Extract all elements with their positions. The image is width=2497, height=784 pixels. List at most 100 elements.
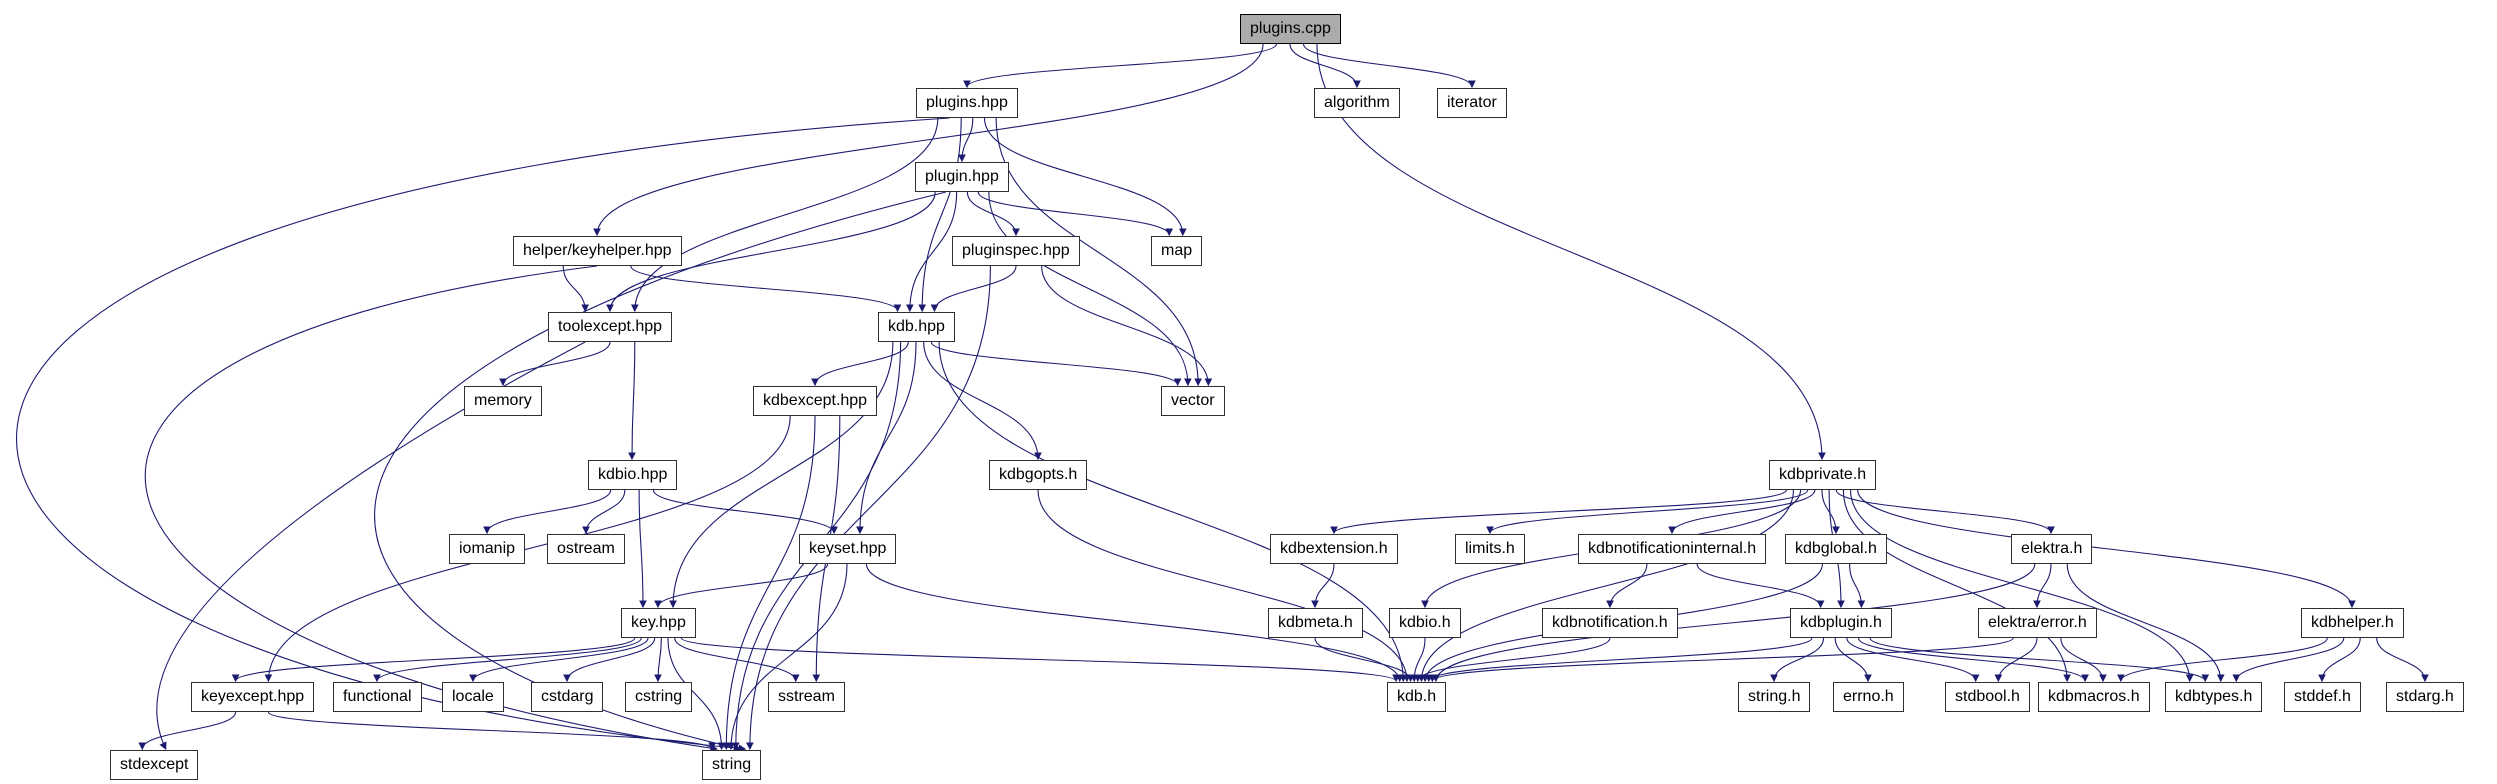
node-ostream[interactable]: ostream <box>547 534 625 564</box>
node-memory[interactable]: memory <box>464 386 542 416</box>
edge-toolexcept_hpp-to-stdexcept <box>156 341 586 751</box>
edge-helper_keyhelper_hpp-to-toolexcept_hpp <box>562 265 590 313</box>
node-iterator[interactable]: iterator <box>1437 88 1507 118</box>
node-kdbgopts-h[interactable]: kdbgopts.h <box>989 460 1088 490</box>
node-stdarg-h[interactable]: stdarg.h <box>2386 682 2464 712</box>
edge-kdbglobal_h-to-kdbplugin_h <box>1849 563 1866 609</box>
node-kdbmacros-h[interactable]: kdbmacros.h <box>2038 682 2150 712</box>
edge-kdbprivate_h-to-kdbextension_h <box>1330 489 1787 535</box>
edge-elektra_error_h-to-kdbmacros_h <box>2060 637 2107 683</box>
edge-kdbprivate_h-to-kdbglobal_h <box>1821 489 1840 535</box>
node-limits-h[interactable]: limits.h <box>1455 534 1525 564</box>
node-errno-h[interactable]: errno.h <box>1833 682 1904 712</box>
edge-elektra_h-to-elektra_error_h <box>2033 563 2052 609</box>
node-kdbnotificationinternal-h[interactable]: kdbnotificationinternal.h <box>1578 534 1767 564</box>
edge-elektra_error_h-to-stdbool_h <box>1994 637 2038 683</box>
edge-kdbexcept_hpp-to-keyexcept_hpp <box>264 415 791 683</box>
node-cstring[interactable]: cstring <box>625 682 693 712</box>
edge-elektra_h-to-kdbtypes_h <box>2066 563 2225 683</box>
edge-kdbplugin_h-to-kdb_h <box>1424 637 1813 683</box>
node-plugin-hpp[interactable]: plugin.hpp <box>915 162 1009 192</box>
node-kdbextension-h[interactable]: kdbextension.h <box>1270 534 1398 564</box>
edge-kdbprivate_h-to-elektra_h <box>1835 489 2055 535</box>
edge-key_hpp-to-functional <box>373 637 642 683</box>
node-kdbglobal-h[interactable]: kdbglobal.h <box>1785 534 1887 564</box>
edge-kdbprivate_h-to-kdbnotificationinternal_h <box>1668 489 1816 535</box>
edge-kdb_hpp-to-vector <box>930 341 1182 387</box>
edge-pluginspec_hpp-to-kdb_hpp <box>930 265 1017 313</box>
edge-kdbexcept_hpp-to-string <box>722 415 816 751</box>
edge-kdbio_hpp-to-iomanip <box>483 489 612 535</box>
edge-kdbplugin_h-to-kdbmacros_h <box>1857 637 2089 683</box>
node-kdbplugin-h[interactable]: kdbplugin.h <box>1790 608 1892 638</box>
edge-keyexcept_hpp-to-string <box>267 711 716 751</box>
node-key-hpp[interactable]: key.hpp <box>621 608 696 638</box>
edge-keyset_hpp-to-kdb_h <box>865 563 1404 683</box>
edge-plugin_hpp-to-toolexcept_hpp <box>606 191 936 313</box>
node-kdbmeta-h[interactable]: kdbmeta.h <box>1268 608 1363 638</box>
edge-toolexcept_hpp-to-kdbio_hpp <box>628 341 636 461</box>
node-kdb-h[interactable]: kdb.h <box>1387 682 1447 712</box>
node-pluginspec-hpp[interactable]: pluginspec.hpp <box>952 236 1080 266</box>
node-functional[interactable]: functional <box>333 682 422 712</box>
edge-kdb_hpp-to-keyset_hpp <box>856 341 917 535</box>
node-map[interactable]: map <box>1151 236 1203 266</box>
node-sstream[interactable]: sstream <box>768 682 845 712</box>
node-plugins-hpp[interactable]: plugins.hpp <box>916 88 1018 118</box>
edge-plugin_hpp-to-map <box>977 191 1173 237</box>
node-iomanip[interactable]: iomanip <box>449 534 526 564</box>
node-stdexcept[interactable]: stdexcept <box>110 750 199 780</box>
node-elektra-h[interactable]: elektra.h <box>2011 534 2093 564</box>
node-toolexcept-hpp[interactable]: toolexcept.hpp <box>548 312 673 342</box>
edge-toolexcept_hpp-to-memory <box>499 341 611 387</box>
edge-kdbnotificationinternal_h-to-kdbnotification_h <box>1606 563 1648 609</box>
edge-kdbhelper_h-to-kdbmacros_h <box>2117 637 2328 683</box>
edge-helper_keyhelper_hpp-to-kdb_hpp <box>630 265 902 313</box>
edge-kdbplugin_h-to-kdbtypes_h <box>1869 637 2209 683</box>
edge-kdbmeta_h-to-kdb_h <box>1314 637 1415 683</box>
edge-kdbplugin_h-to-stdbool_h <box>1846 637 1980 683</box>
edge-kdbextension_h-to-kdbmeta_h <box>1311 563 1335 609</box>
edge-kdbgopts_h-to-kdb_h <box>1037 489 1411 683</box>
edge-kdbprivate_h-to-kdbmacros_h <box>1842 489 2071 683</box>
node-stddef-h[interactable]: stddef.h <box>2284 682 2361 712</box>
edge-elektra_h-to-kdb_h <box>1432 563 2036 683</box>
node-stdbool-h[interactable]: stdbool.h <box>1945 682 2030 712</box>
edge-plugins_cpp-to-helper_keyhelper_hpp <box>593 43 1264 237</box>
node-kdbio-h[interactable]: kdbio.h <box>1389 608 1461 638</box>
node-kdbhelper-h[interactable]: kdbhelper.h <box>2301 608 2404 638</box>
edge-plugin_hpp-to-kdb_hpp <box>905 191 958 313</box>
node-kdbio-hpp[interactable]: kdbio.hpp <box>588 460 678 490</box>
edge-plugin_hpp-to-vector <box>988 191 1192 387</box>
node-string[interactable]: string <box>702 750 762 780</box>
node-kdb-hpp[interactable]: kdb.hpp <box>878 312 955 342</box>
node-kdbnotification-h[interactable]: kdbnotification.h <box>1542 608 1678 638</box>
node-algorithm[interactable]: algorithm <box>1314 88 1400 118</box>
edge-plugins_hpp-to-plugin_hpp <box>958 117 974 163</box>
edge-kdbprivate_h-to-kdb_h <box>1417 489 1795 683</box>
node-cstdarg[interactable]: cstdarg <box>531 682 604 712</box>
edge-key_hpp-to-string <box>667 637 726 751</box>
node-kdbtypes-h[interactable]: kdbtypes.h <box>2165 682 2263 712</box>
edge-kdb_hpp-to-kdb_h <box>938 341 1408 683</box>
edge-kdbio_hpp-to-keyset_hpp <box>652 489 838 535</box>
edge-keyexcept_hpp-to-stdexcept <box>138 711 237 751</box>
edge-key_hpp-to-cstdarg <box>563 637 656 683</box>
edge-kdbplugin_h-to-errno_h <box>1834 637 1872 683</box>
node-kdbprivate-h[interactable]: kdbprivate.h <box>1769 460 1877 490</box>
edge-kdbhelper_h-to-kdbtypes_h <box>2232 637 2345 683</box>
node-keyset-hpp[interactable]: keyset.hpp <box>799 534 897 564</box>
node-vector[interactable]: vector <box>1161 386 1225 416</box>
node-keyexcept-hpp[interactable]: keyexcept.hpp <box>191 682 315 712</box>
edge-key_hpp-to-locale <box>469 637 649 683</box>
node-plugins-cpp: plugins.cpp <box>1240 14 1341 44</box>
edge-key_hpp-to-kdb_h <box>680 637 1400 683</box>
edge-pluginspec_hpp-to-vector <box>1041 265 1213 387</box>
node-elektra-error-h[interactable]: elektra/error.h <box>1978 608 2097 638</box>
node-string-h[interactable]: string.h <box>1738 682 1811 712</box>
node-locale[interactable]: locale <box>442 682 504 712</box>
node-kdbexcept-hpp[interactable]: kdbexcept.hpp <box>753 386 878 416</box>
node-helper-keyhelper-hpp[interactable]: helper/keyhelper.hpp <box>513 236 682 266</box>
edge-kdbio_hpp-to-ostream <box>582 489 626 535</box>
